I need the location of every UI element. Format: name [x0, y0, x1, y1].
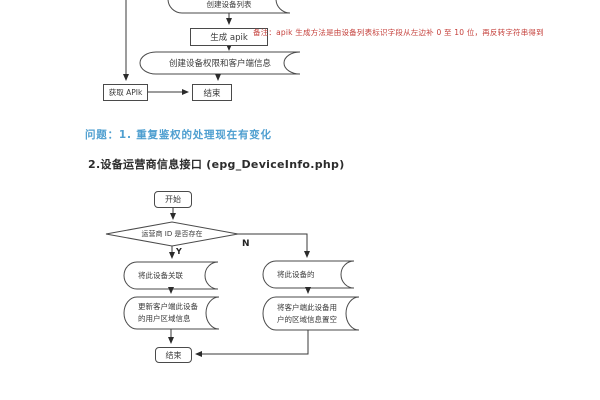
stored-data-shape-associate-device	[123, 261, 219, 290]
annotation-note-apik: 备注：apik 生成方法是由设备列表标识字段从左边补 0 至 10 位，再反转字…	[253, 28, 544, 37]
terminator-label-end-flow2: 结束	[165, 350, 182, 360]
terminator-box-start-flow2: 开始	[154, 191, 192, 208]
stored-data-label-this-device: 将此设备的	[277, 269, 315, 279]
update-region-line1: 更新客户端此设备	[138, 302, 198, 311]
process-label-generate-apik: 生成 apik	[210, 33, 248, 43]
branch-label-no: N	[242, 239, 250, 249]
branch-label-yes: Y	[176, 247, 182, 256]
connector-right2-to-end	[195, 330, 309, 357]
process-box-generate-apik: 生成 apik	[190, 28, 268, 46]
decision-label-operator-id: 运营商 ID 是否存在	[141, 230, 203, 238]
terminator-label-start-flow2: 开始	[165, 195, 181, 204]
clear-region-line1: 将客户端此设备用	[277, 302, 337, 312]
clear-region-line2: 户的区域信息置空	[277, 314, 337, 324]
stored-data-shape-update-region	[123, 296, 220, 330]
process-box-get-apik: 获取 APIk	[103, 84, 148, 101]
stored-data-shape-clear-region	[262, 296, 360, 331]
terminator-box-end-flow1: 结束	[192, 84, 232, 101]
stored-data-shape-create-permissions	[139, 51, 301, 75]
terminator-box-end-flow2: 结束	[155, 347, 192, 363]
stored-data-label-associate-device: 将此设备关联	[138, 270, 183, 280]
stored-data-label-clear-region: 将客户端此设备用 户的区域信息置空	[277, 297, 359, 330]
question-text: 问题：1. 重复鉴权的处理现在有变化	[85, 129, 272, 141]
stored-data-label-create-permissions: 创建设备权限和客户端信息	[168, 59, 271, 69]
stored-data-label-create-device-list: 创建设备列表	[206, 0, 252, 9]
stored-data-shape-this-device	[262, 260, 355, 289]
terminator-label-end-flow1: 结束	[203, 88, 221, 99]
process-label-get-apik: 获取 APIk	[108, 87, 143, 97]
stored-data-label-update-region: 更新客户端此设备 的用户区域信息	[138, 297, 218, 329]
connector-decision-no	[238, 233, 310, 258]
update-region-line2: 的用户区域信息	[138, 314, 191, 323]
stored-data-shape-create-device-list	[167, 0, 291, 14]
section-title: 2.设备运营商信息接口 (epg_DeviceInfo.php)	[88, 158, 345, 171]
